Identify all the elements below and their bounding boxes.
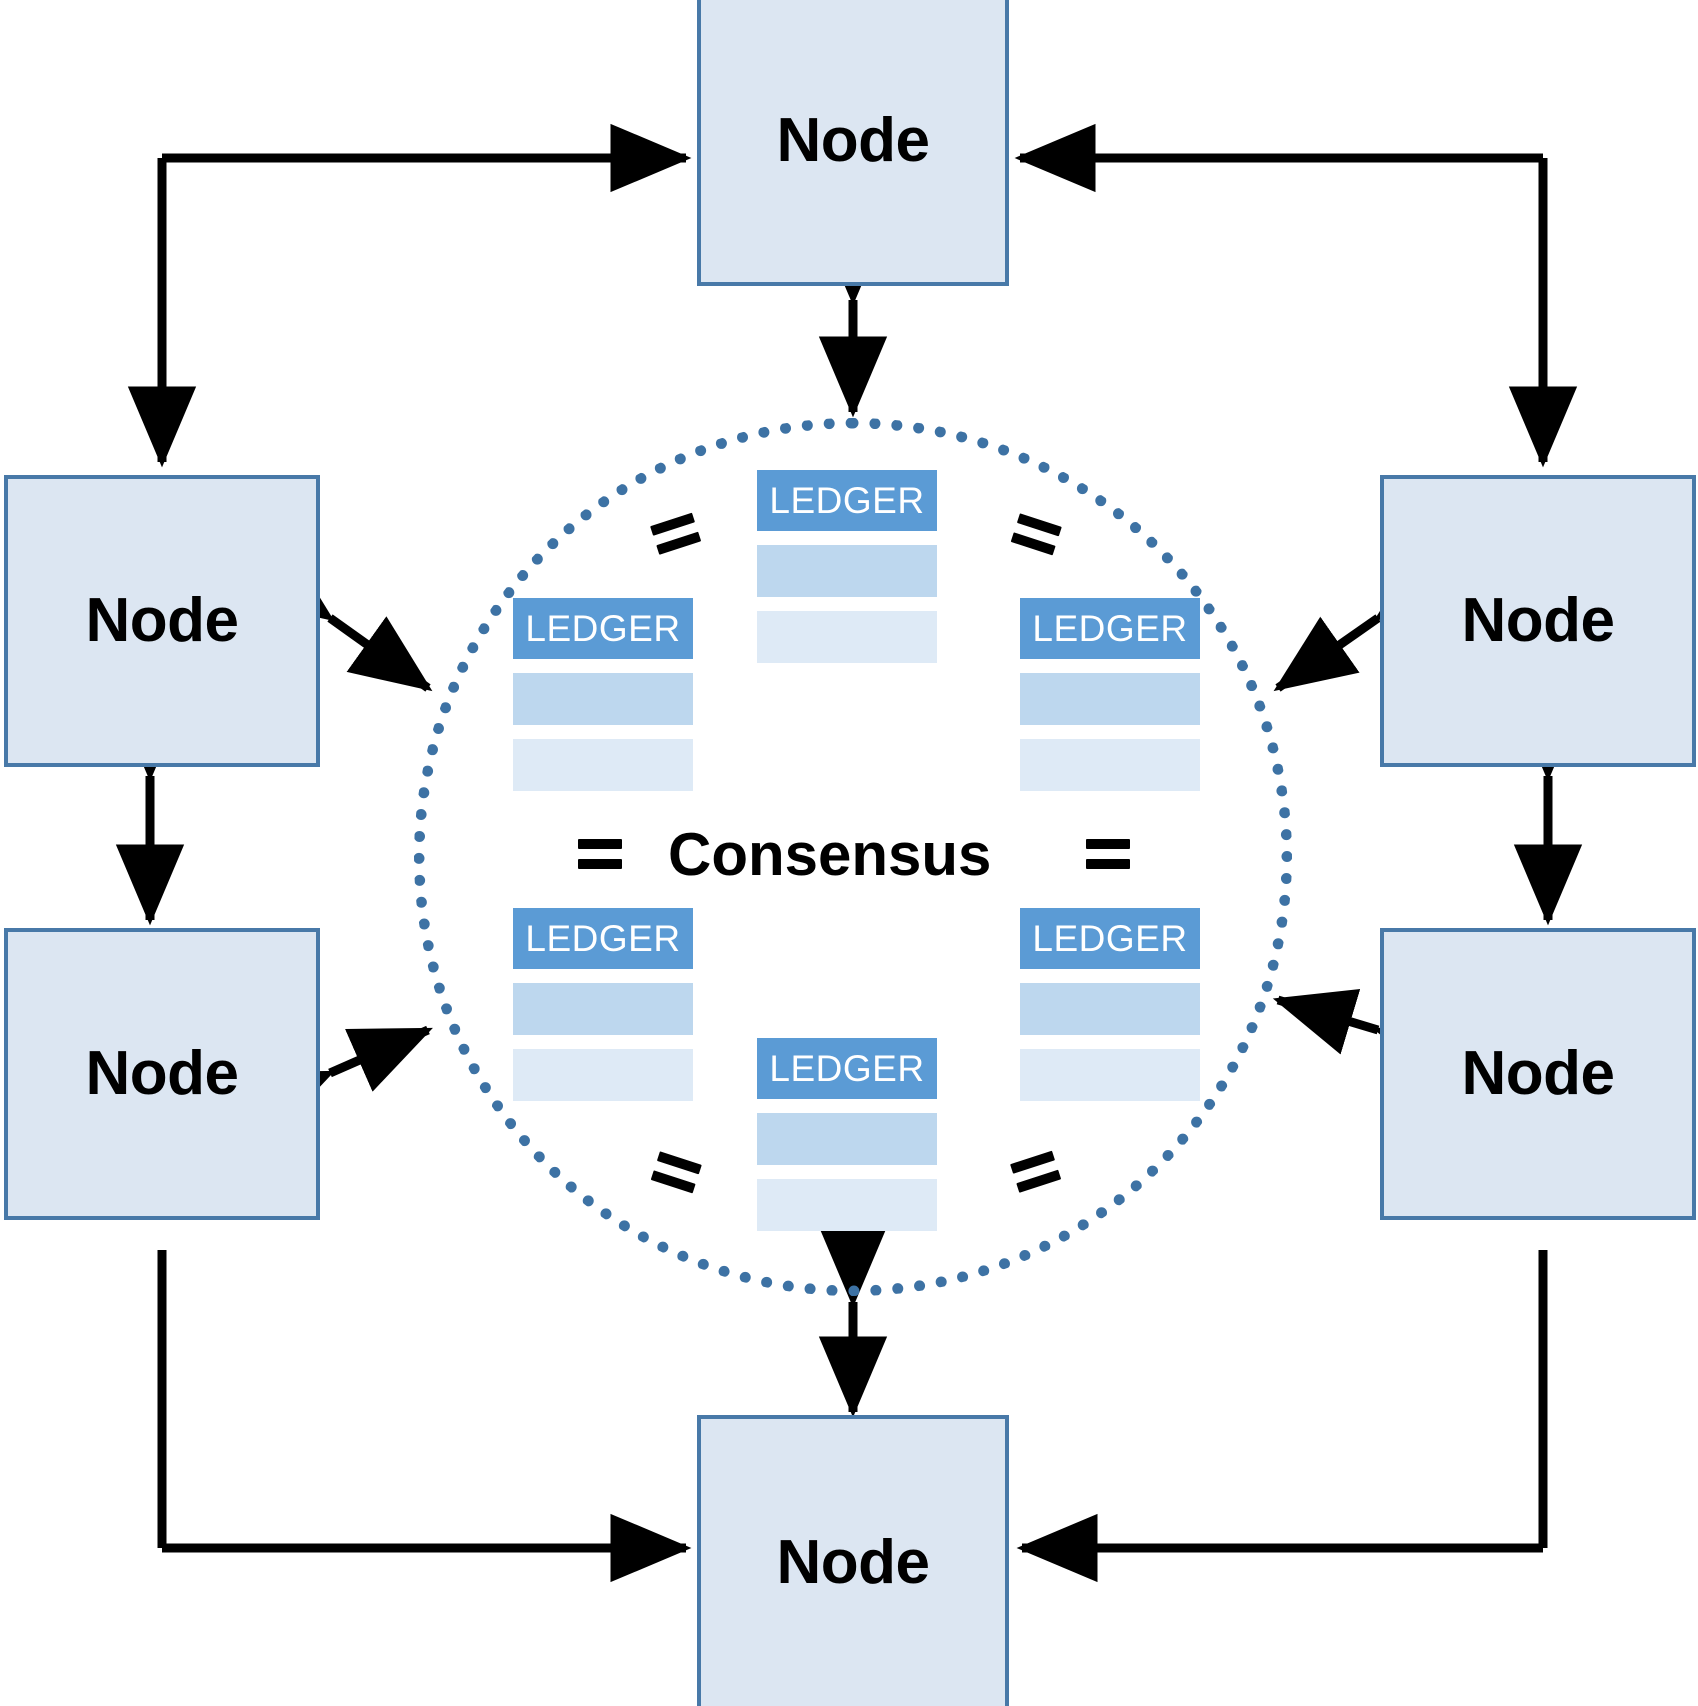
wire-left-lower-node-consensus xyxy=(247,1025,433,1135)
wire-left-upper-node-consensus xyxy=(248,546,433,692)
ledger-row xyxy=(513,673,693,725)
ledger-header-label: LEDGER xyxy=(513,598,693,659)
ledger-row xyxy=(1020,1049,1200,1101)
node-box-left-lower[interactable]: Node xyxy=(4,928,320,1220)
consensus-boundary-circle xyxy=(414,418,1292,1296)
ledger-row xyxy=(757,545,937,597)
ledger-row xyxy=(1020,983,1200,1035)
node-box-top[interactable]: Node xyxy=(697,0,1009,286)
wire-right-upper-node-consensus xyxy=(1273,546,1460,692)
ledger-row xyxy=(757,1113,937,1165)
node-label: Node xyxy=(1461,1039,1616,1108)
ledger-row xyxy=(513,739,693,791)
ledger-row xyxy=(513,983,693,1035)
wire-left-ring-to-bottom-node xyxy=(157,1250,692,1583)
ledger-header-label: LEDGER xyxy=(1020,908,1200,969)
ledger-row xyxy=(1020,673,1200,725)
node-label: Node xyxy=(776,106,931,175)
ledger-header-label: LEDGER xyxy=(757,1038,937,1099)
ledger-card-top[interactable]: LEDGER xyxy=(757,470,937,663)
equals-icon-mid-right xyxy=(1084,832,1130,878)
ledger-row xyxy=(757,1179,937,1231)
ledger-header-label: LEDGER xyxy=(757,470,937,531)
ledger-row xyxy=(513,1049,693,1101)
wire-right-ring-to-bottom-node xyxy=(1016,1250,1548,1583)
equals-icon-mid-left xyxy=(576,832,622,878)
ledger-card-lower-right[interactable]: LEDGER xyxy=(1020,908,1200,1101)
node-box-right-upper[interactable]: Node xyxy=(1380,475,1696,767)
ledger-row xyxy=(757,611,937,663)
ledger-header-label: LEDGER xyxy=(1020,598,1200,659)
node-label: Node xyxy=(1461,586,1616,655)
node-label: Node xyxy=(776,1527,931,1597)
ledger-card-upper-right[interactable]: LEDGER xyxy=(1020,598,1200,791)
wire-left-ring-to-top-node xyxy=(127,123,692,468)
ledger-row xyxy=(1020,739,1200,791)
node-box-right-lower[interactable]: Node xyxy=(1380,928,1696,1220)
node-label: Node xyxy=(85,1039,240,1108)
node-box-left-upper[interactable]: Node xyxy=(4,475,320,767)
ledger-card-bottom[interactable]: LEDGER xyxy=(757,1038,937,1231)
node-box-bottom[interactable]: Node xyxy=(697,1415,1009,1706)
node-label: Node xyxy=(85,586,240,655)
ledger-header-label: LEDGER xyxy=(513,908,693,969)
ledger-card-lower-left[interactable]: LEDGER xyxy=(513,908,693,1101)
ledger-card-upper-left[interactable]: LEDGER xyxy=(513,598,693,791)
wire-right-lower-node-consensus xyxy=(1272,988,1461,1085)
consensus-label: Consensus xyxy=(668,821,992,888)
wire-right-ring-to-top-node xyxy=(1014,123,1578,468)
